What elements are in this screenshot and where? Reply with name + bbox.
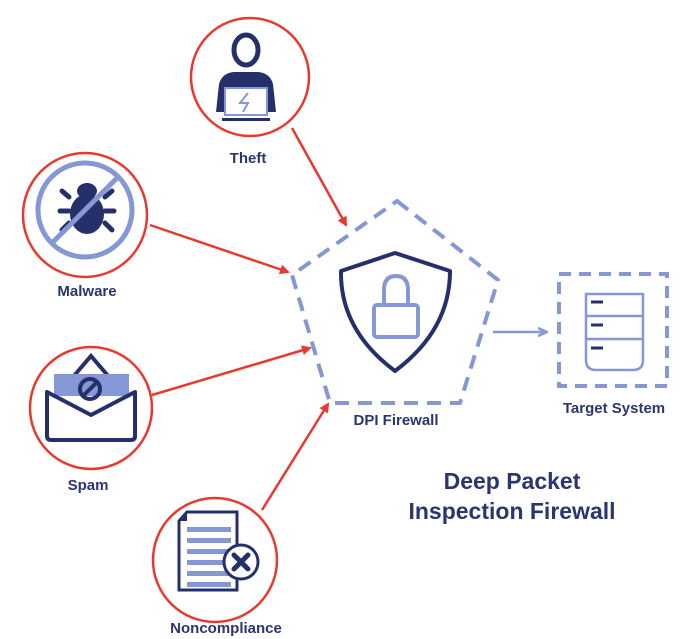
noncompliance-label: Noncompliance [170,620,282,637]
threat-malware [21,151,149,279]
shield-lock-icon [338,251,452,373]
threat-noncompliance [151,496,279,624]
envelope-blocked-icon [45,352,137,442]
malware-label: Malware [57,283,117,300]
threat-spam [28,345,154,471]
arrow-spam-to-firewall [151,345,312,397]
title-line-1: Deep Packet [443,468,581,494]
target-system [557,272,669,388]
target-dashed-box [557,272,669,388]
diagram-title: Deep Packet Inspection Firewall [408,466,615,526]
arrow-noncompliance-to-firewall [260,402,330,511]
dpi-firewall [290,199,500,405]
arrow-theft-to-firewall [290,127,348,227]
target-system-label: Target System [562,400,666,417]
document-x-icon [177,510,260,592]
firewall-pentagon [290,199,500,405]
spam-label: Spam [67,477,109,494]
title-line-2: Inspection Firewall [408,498,616,524]
arrow-malware-to-firewall [149,223,290,275]
theft-label: Theft [229,150,267,167]
threat-theft [189,16,311,138]
firewall-label: DPI Firewall [353,412,439,429]
person-laptop-lightning-icon [216,32,276,121]
server-stack-icon [584,292,645,372]
